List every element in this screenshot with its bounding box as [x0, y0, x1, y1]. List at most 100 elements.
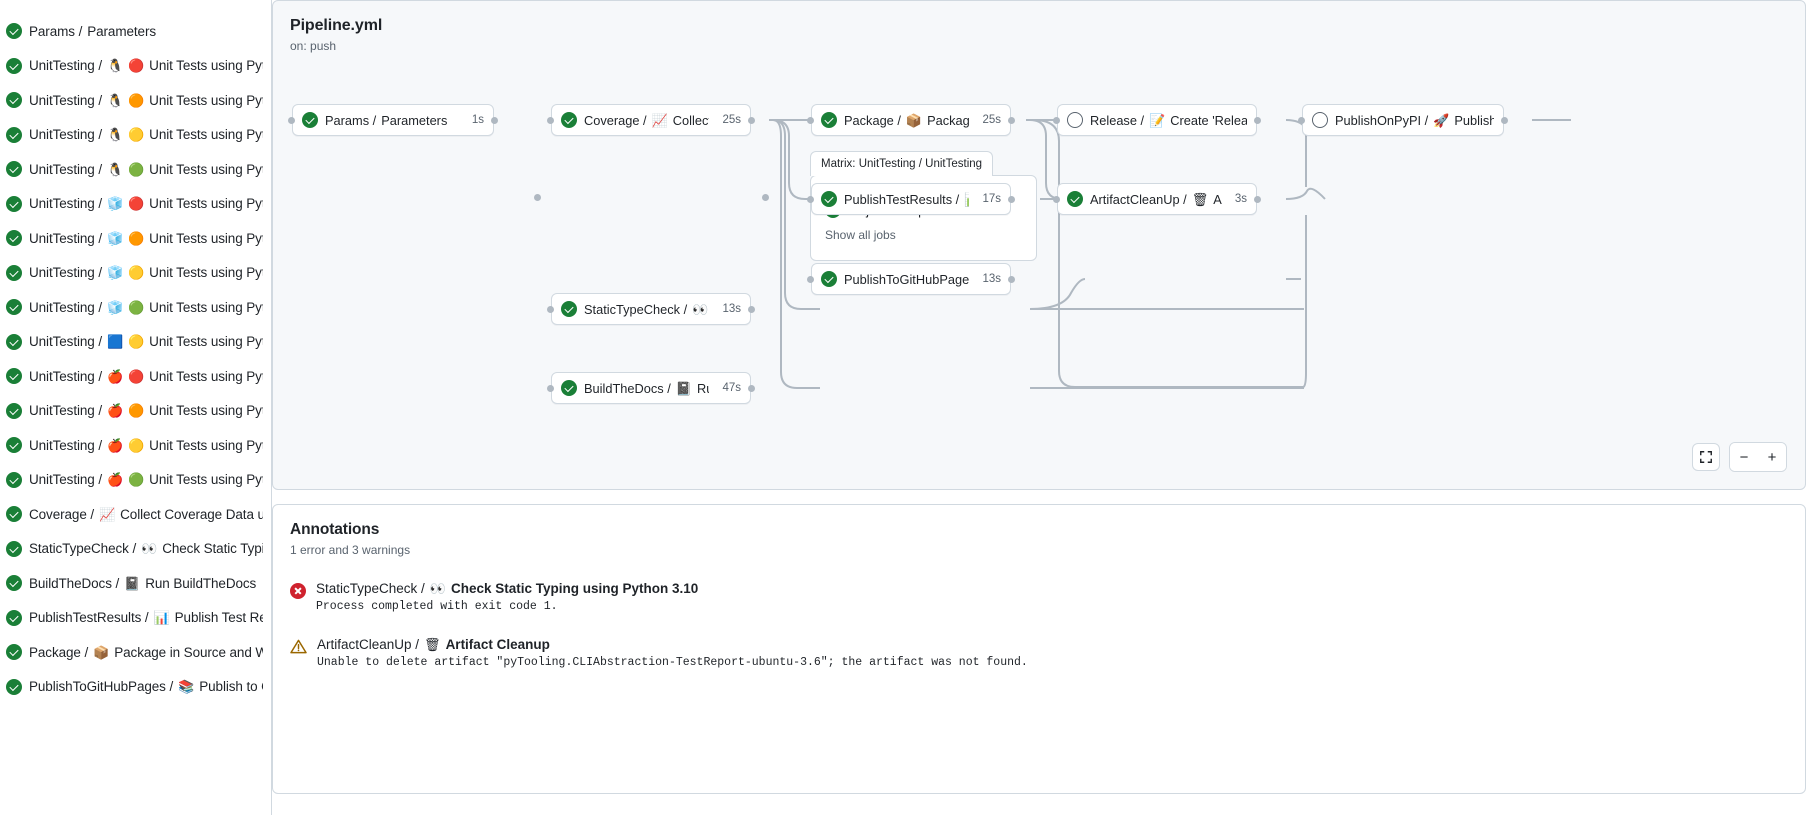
status-success-icon [6, 506, 22, 523]
job-scope: Coverage / [29, 506, 95, 522]
graph-node-port-left [547, 306, 554, 313]
sidebar-item-14[interactable]: Coverage / 📈Collect Coverage Data usi... [0, 497, 271, 532]
sidebar-item-10[interactable]: UnitTesting / 🍎🔴Unit Tests using Pyth... [0, 359, 271, 394]
graph-node-name: Collect Cove... [672, 112, 710, 128]
graph-node-duration: 25s [982, 114, 1001, 126]
job-scope: Package / [29, 644, 89, 660]
job-scope: UnitTesting / [29, 368, 102, 384]
graph-node-label: Coverage / 📈Collect Cove... [584, 113, 709, 128]
sidebar-item-5[interactable]: UnitTesting / 🧊🔴Unit Tests using Pyth... [0, 187, 271, 222]
sidebar-item-0[interactable]: Params / Parameters [0, 14, 271, 49]
job-scope: UnitTesting / [29, 334, 102, 350]
graph-node-label: Release / 📝Create 'Release P... [1090, 113, 1247, 128]
status-success-icon [6, 57, 22, 74]
status-pending-icon [1067, 112, 1083, 128]
sidebar-item-3[interactable]: UnitTesting / 🐧🟡Unit Tests using Pyth... [0, 118, 271, 153]
graph-node-ghpages[interactable]: PublishToGitHubPages / 📚...13s [811, 263, 1011, 295]
annotation-emoji-icon: 👀 [429, 581, 446, 596]
graph-node-coverage[interactable]: Coverage / 📈Collect Cove...25s [551, 104, 751, 136]
job-os-emoji-icon: 📦 [93, 644, 110, 660]
job-os-emoji-icon: 🐧 [106, 92, 124, 108]
job-scope: BuildTheDocs / [29, 575, 120, 591]
sidebar-item-12[interactable]: UnitTesting / 🍎🟡Unit Tests using Pyth... [0, 428, 271, 463]
graph-node-port-left [1053, 196, 1060, 203]
sidebar-item-2[interactable]: UnitTesting / 🐧🟠Unit Tests using Pyth... [0, 83, 271, 118]
sidebar-item-8[interactable]: UnitTesting / 🧊🟢Unit Tests using Pyth... [0, 290, 271, 325]
status-success-icon [6, 299, 22, 316]
graph-header: Pipeline.yml on: push [290, 17, 382, 53]
annotation-body: StaticTypeCheck / 👀Check Static Typing u… [316, 581, 698, 613]
graph-node-emoji-icon: 📦 [905, 112, 923, 128]
job-name: Publish to G... [199, 679, 263, 695]
annotation-item[interactable]: StaticTypeCheck / 👀Check Static Typing u… [290, 581, 1788, 613]
sidebar-item-7[interactable]: UnitTesting / 🧊🟡Unit Tests using Pyth... [0, 256, 271, 291]
graph-node-duration: 13s [982, 273, 1001, 285]
graph-node-testres[interactable]: PublishTestResults / 📊Pu...17s [811, 183, 1011, 215]
graph-node-release[interactable]: Release / 📝Create 'Release P... [1057, 104, 1257, 136]
job-scope: UnitTesting / [29, 230, 102, 246]
status-success-icon [6, 126, 22, 143]
graph-node-typecheck[interactable]: StaticTypeCheck / 👀Chec...13s [551, 293, 751, 325]
fit-screen-icon[interactable] [1692, 443, 1720, 471]
sidebar-item-label: StaticTypeCheck / 👀Check Static Typing..… [29, 541, 263, 556]
zoom-in-button[interactable]: + [1758, 443, 1786, 471]
job-name: Unit Tests using Pyth... [149, 334, 263, 350]
job-version-emoji-icon: 🟢 [128, 161, 145, 177]
sidebar-item-13[interactable]: UnitTesting / 🍎🟢Unit Tests using Pyth... [0, 463, 271, 498]
sidebar-item-1[interactable]: UnitTesting / 🐧🔴Unit Tests using Pyth... [0, 49, 271, 84]
sidebar-item-label: UnitTesting / 🧊🟡Unit Tests using Pyth... [29, 265, 263, 280]
job-os-emoji-icon: 🍎 [106, 437, 124, 453]
graph-node-port-left [1298, 117, 1305, 124]
show-all-jobs-link[interactable]: Show all jobs [825, 228, 896, 242]
sidebar-item-label: BuildTheDocs / 📓Run BuildTheDocs [29, 576, 256, 591]
workflow-graph-panel[interactable]: Pipeline.yml on: push [272, 0, 1806, 490]
graph-node-emoji-icon: 🚀 [1433, 112, 1450, 128]
graph-node-port-right [748, 117, 755, 124]
graph-node-pypi[interactable]: PublishOnPyPI / 🚀Publish to ... [1302, 104, 1504, 136]
job-name: Unit Tests using Pyth... [149, 368, 263, 384]
status-success-icon [1067, 191, 1083, 207]
job-os-emoji-icon: 📈 [99, 506, 116, 522]
graph-node-package[interactable]: Package / 📦Package in So...25s [811, 104, 1011, 136]
graph-node-docs[interactable]: BuildTheDocs / 📓Run Buil...47s [551, 372, 751, 404]
graph-node-artifact[interactable]: ArtifactCleanUp / 🗑Artifac...3s [1057, 183, 1257, 215]
graph-node-scope: PublishTestResults / [844, 191, 960, 207]
sidebar-item-4[interactable]: UnitTesting / 🐧🟢Unit Tests using Pyth... [0, 152, 271, 187]
status-success-icon [6, 92, 22, 109]
sidebar-item-17[interactable]: PublishTestResults / 📊Publish Test Resu.… [0, 601, 271, 636]
sidebar-item-18[interactable]: Package / 📦Package in Source and Wh... [0, 635, 271, 670]
annotations-summary: 1 error and 3 warnings [290, 543, 411, 557]
sidebar-item-16[interactable]: BuildTheDocs / 📓Run BuildTheDocs [0, 566, 271, 601]
graph-node-name: Run Buil... [696, 380, 709, 396]
graph-node-port-right [1254, 117, 1261, 124]
warning-icon [290, 639, 307, 654]
sidebar-item-9[interactable]: UnitTesting / 🟦🟡Unit Tests using Pyth... [0, 325, 271, 360]
sidebar-item-11[interactable]: UnitTesting / 🍎🟠Unit Tests using Pyth... [0, 394, 271, 429]
job-name: Unit Tests using Pyth... [149, 437, 263, 453]
sidebar-item-19[interactable]: PublishToGitHubPages / 📚Publish to G... [0, 670, 271, 705]
annotation-scope: ArtifactCleanUp / [317, 637, 420, 652]
job-os-emoji-icon: 🧊 [106, 230, 124, 246]
sidebar-item-label: UnitTesting / 🍎🟡Unit Tests using Pyth... [29, 438, 263, 453]
sidebar-item-label: Package / 📦Package in Source and Wh... [29, 645, 263, 660]
graph-zoom-controls[interactable]: − + [1692, 442, 1787, 472]
graph-node-scope: BuildTheDocs / [584, 380, 671, 396]
zoom-out-button[interactable]: − [1730, 443, 1758, 471]
job-version-emoji-icon: 🟢 [128, 299, 145, 315]
job-name: Unit Tests using Pyth... [149, 161, 263, 177]
graph-node-scope: Params / [325, 112, 377, 128]
job-scope: UnitTesting / [29, 299, 102, 315]
sidebar-item-15[interactable]: StaticTypeCheck / 👀Check Static Typing..… [0, 532, 271, 567]
status-success-icon [6, 609, 22, 626]
job-name: Unit Tests using Pyth... [149, 265, 263, 281]
graph-node-duration: 47s [722, 382, 741, 394]
graph-node-port-left [807, 196, 814, 203]
sidebar-item-6[interactable]: UnitTesting / 🧊🟠Unit Tests using Pyth... [0, 221, 271, 256]
zoom-buttons[interactable]: − + [1729, 442, 1787, 472]
job-version-emoji-icon: 🟡 [128, 127, 145, 143]
graph-node-label: ArtifactCleanUp / 🗑Artifac... [1090, 192, 1222, 207]
job-os-emoji-icon: 🟦 [106, 334, 124, 350]
